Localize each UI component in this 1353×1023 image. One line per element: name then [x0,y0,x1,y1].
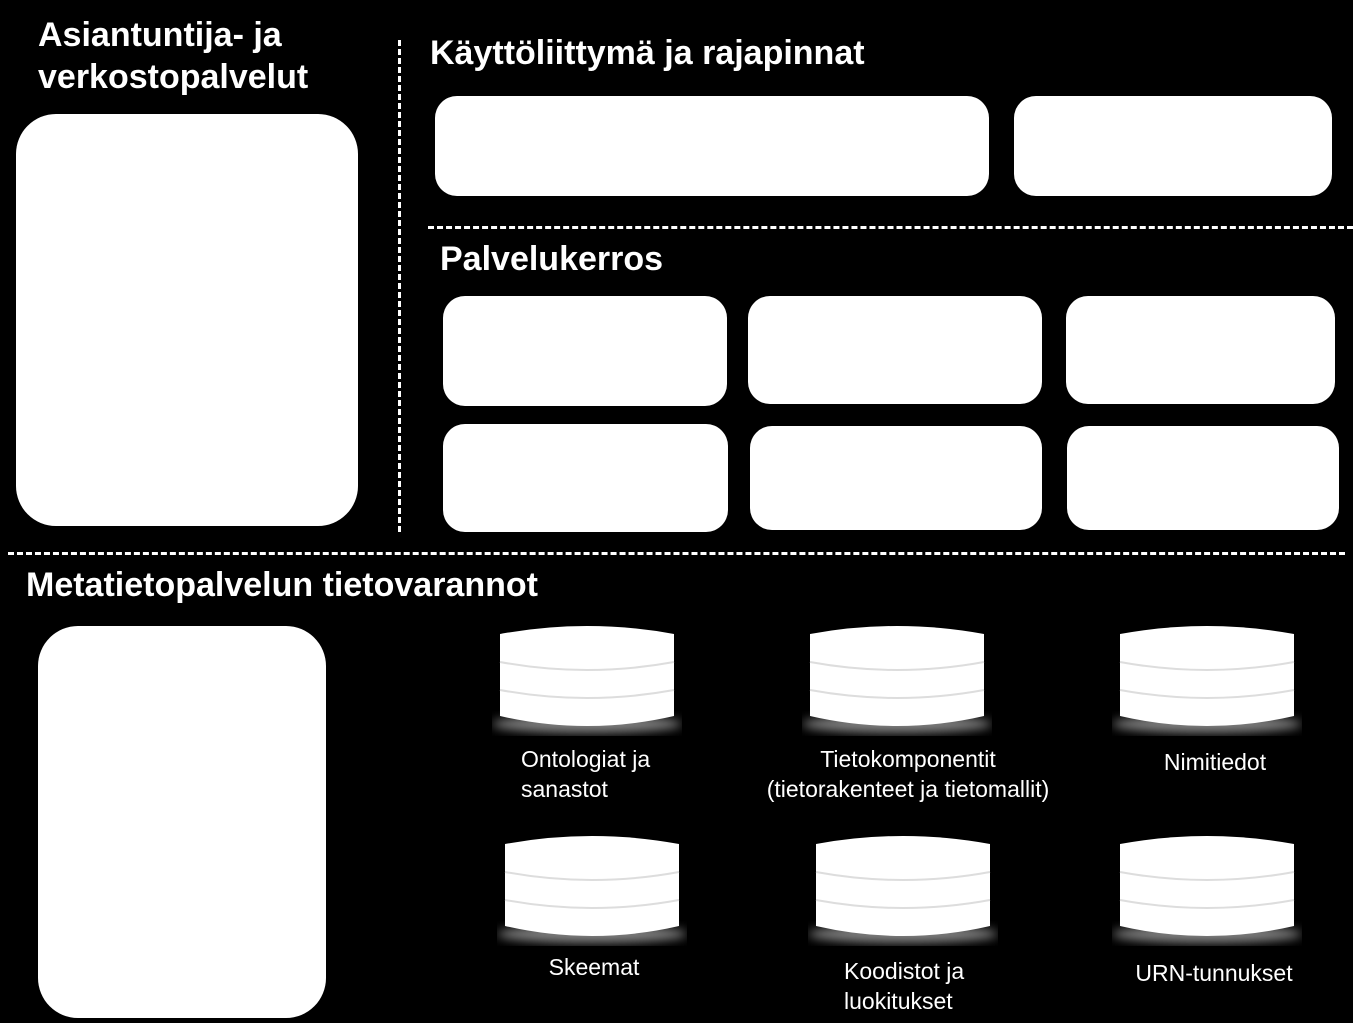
repositories-box [38,626,326,1018]
vertical-separator [398,40,401,532]
expert-services-box [16,114,358,526]
database-icon [808,826,998,946]
ui-box-2 [1014,96,1332,196]
service-box-3 [1066,296,1335,404]
ui-service-separator [428,226,1353,229]
service-box-2 [748,296,1042,404]
database-label-line: Ontologiat ja [521,746,651,772]
database-label-line: URN-tunnukset [1135,960,1293,986]
database-label-line: (tietorakenteet ja tietomallit) [766,776,1050,802]
database-icon [802,616,992,736]
service-layer-title: Palvelukerros [440,240,664,278]
database-label-line: Nimitiedot [1163,749,1267,775]
ui-box-1 [435,96,989,196]
database-label-line: Koodistot ja [844,958,965,984]
repositories-separator [8,552,1345,555]
database-label-line: luokitukset [844,988,953,1014]
database-label-ontologies: Ontologiat ja sanastot [521,744,650,804]
database-label-code-lists: Koodistot ja luokitukset [844,956,964,1016]
ui-interfaces-title: Käyttöliittymä ja rajapinnat [430,34,865,72]
database-label-urn: URN-tunnukset [1104,958,1324,988]
service-box-6 [1067,426,1339,530]
database-label-line: sanastot [521,776,608,802]
database-label-line: Tietokomponentit [820,746,996,772]
expert-services-title-line-2: verkostopalvelut [38,58,309,96]
expert-services-title-line-1: Asiantuntija- ja [38,16,282,54]
database-label-names: Nimitiedot [1115,747,1315,777]
service-box-1 [443,296,727,406]
database-icon [492,616,682,736]
database-icon [1112,616,1302,736]
service-box-4 [443,424,728,532]
database-label-line: Skeemat [548,954,640,980]
database-icon [1112,826,1302,946]
repositories-title: Metatietopalvelun tietovarannot [26,566,538,604]
expert-services-title: Asiantuntija- ja verkostopalvelut [38,14,308,98]
database-label-data-components: Tietokomponentit (tietorakenteet ja tiet… [752,744,1064,804]
database-label-schemas: Skeemat [494,952,694,982]
database-icon [497,826,687,946]
service-box-5 [750,426,1042,530]
